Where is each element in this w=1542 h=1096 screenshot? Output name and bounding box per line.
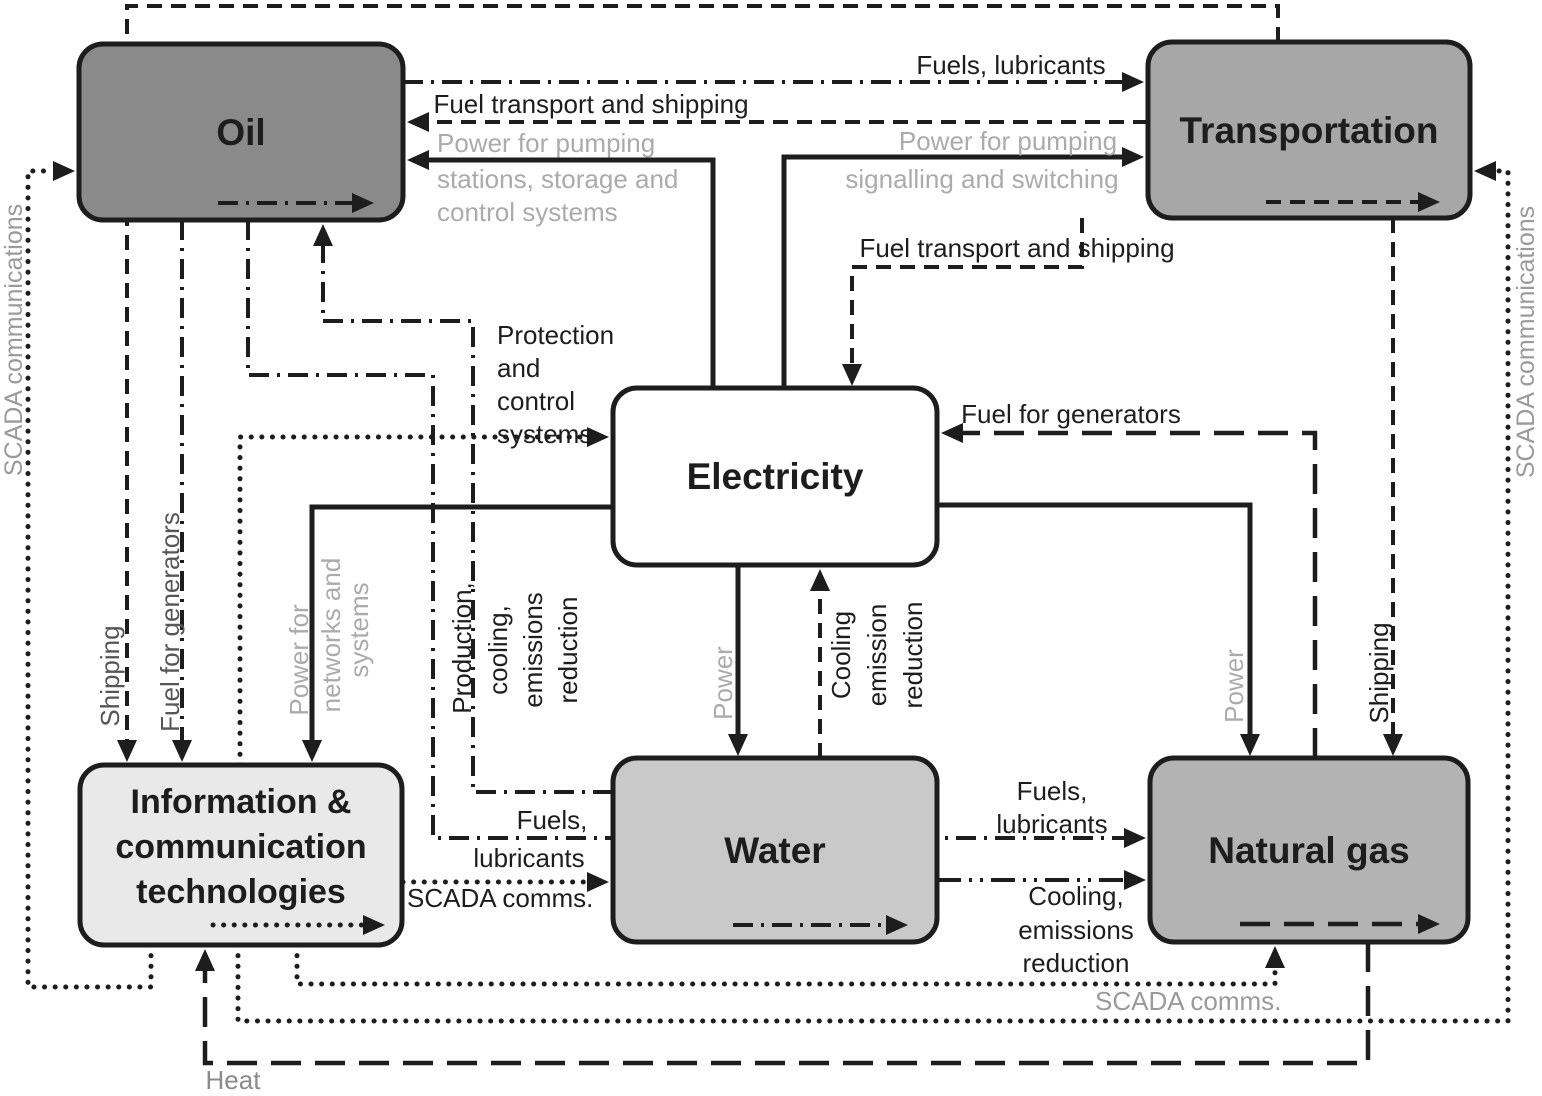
label-fuels-lubricants-gas-1: Fuels, <box>1017 776 1088 806</box>
label-protection-3: control <box>497 386 575 416</box>
label-fuels-lubricants-top: Fuels, lubricants <box>916 50 1105 80</box>
label-fuels-lubricants-water-2: lubricants <box>473 843 584 873</box>
oil-title: Oil <box>216 112 265 153</box>
label-power-pumping-transport-1: Power for pumping <box>899 126 1117 156</box>
label-power-left: Power <box>708 646 738 720</box>
node-legend-arrows <box>210 200 1418 928</box>
label-scada-comms-water: SCADA comms. <box>407 883 593 913</box>
label-production-3: emissions <box>518 592 548 708</box>
label-power-networks-2: networks and <box>316 558 346 713</box>
label-power-pumping-oil-1: Power for pumping <box>437 128 655 158</box>
label-cooling-emissions-gas-3: reduction <box>1023 948 1130 978</box>
ict-title-line3: technologies <box>136 873 346 911</box>
label-fuel-for-generators-right: Fuel for generators <box>961 399 1181 429</box>
nodes <box>76 39 1473 948</box>
label-fuel-transport-shipping-top: Fuel transport and shipping <box>433 89 748 119</box>
ict-title-line2: communication <box>115 828 366 866</box>
node-titles: Oil Transportation Electricity Water Nat… <box>115 110 1438 911</box>
edge-ict-to-natural-gas-scada <box>294 942 1278 987</box>
label-fuel-for-generators-left: Fuel for generators <box>155 512 185 732</box>
edge-natural-gas-to-electricity-fuel <box>963 430 1318 758</box>
edges <box>25 4 1511 1066</box>
label-heat: Heat <box>206 1065 262 1095</box>
label-cooling-emission-2: emission <box>862 604 892 707</box>
node-ict <box>77 762 405 948</box>
edge-labels: Fuels, lubricants Fuel transport and shi… <box>206 50 1282 1095</box>
edge-electricity-to-oil <box>429 157 716 390</box>
label-production-1: Production, <box>447 582 477 714</box>
node-water <box>610 755 940 945</box>
edge-ict-to-transportation-scada <box>235 168 1511 1024</box>
label-power-right: Power <box>1219 649 1249 723</box>
edge-transportation-to-electricity <box>850 218 1084 364</box>
edge-natural-gas-to-ict-heat <box>202 942 1371 1066</box>
label-production-2: cooling, <box>483 605 513 695</box>
edge-ict-to-electricity-protection <box>237 434 590 768</box>
water-title: Water <box>724 830 825 871</box>
node-transportation <box>1145 39 1473 221</box>
edge-labels-rotated: SCADA communications SCADA communication… <box>0 204 1540 732</box>
label-power-pumping-transport-2: signalling and switching <box>845 164 1118 194</box>
label-power-pumping-oil-2: stations, storage and <box>437 164 678 194</box>
label-scada-communications-left: SCADA communications <box>0 204 28 476</box>
label-cooling-emission-1: Cooling <box>826 611 856 699</box>
label-shipping-right: Shipping <box>1364 622 1394 723</box>
edge-electricity-to-ict <box>309 504 613 740</box>
label-protection-1: Protection <box>497 320 614 350</box>
label-protection-4: systems <box>497 419 592 449</box>
label-fuel-transport-shipping-mid: Fuel transport and shipping <box>859 233 1174 263</box>
edge-water-to-oil-production <box>321 246 613 794</box>
label-cooling-emission-3: reduction <box>898 602 928 709</box>
label-shipping-left: Shipping <box>95 625 125 726</box>
label-power-pumping-oil-3: control systems <box>437 197 618 227</box>
label-production-4: reduction <box>553 597 583 704</box>
node-electricity <box>610 385 940 568</box>
label-scada-comms-gas: SCADA comms. <box>1095 986 1281 1016</box>
label-cooling-emissions-gas-1: Cooling, <box>1028 881 1123 911</box>
label-protection-2: and <box>497 353 540 383</box>
edge-electricity-to-transportation <box>781 154 1122 390</box>
edge-electricity-to-natural-gas <box>937 502 1253 734</box>
edge-transportation-to-ict-shipping <box>125 4 1280 740</box>
label-power-networks-1: Power for <box>284 604 314 716</box>
electricity-title: Electricity <box>687 456 864 497</box>
label-fuels-lubricants-gas-2: lubricants <box>996 809 1107 839</box>
label-cooling-emissions-gas-2: emissions <box>1018 915 1134 945</box>
label-scada-communications-right: SCADA communications <box>1512 206 1540 478</box>
transportation-title: Transportation <box>1179 110 1438 151</box>
node-oil <box>76 41 406 223</box>
label-power-networks-3: systems <box>344 582 374 677</box>
natural-gas-title: Natural gas <box>1208 830 1410 871</box>
node-natural-gas <box>1147 755 1471 945</box>
label-fuels-lubricants-water-1: Fuels, <box>517 805 588 835</box>
ict-title-line1: Information & <box>131 783 352 821</box>
